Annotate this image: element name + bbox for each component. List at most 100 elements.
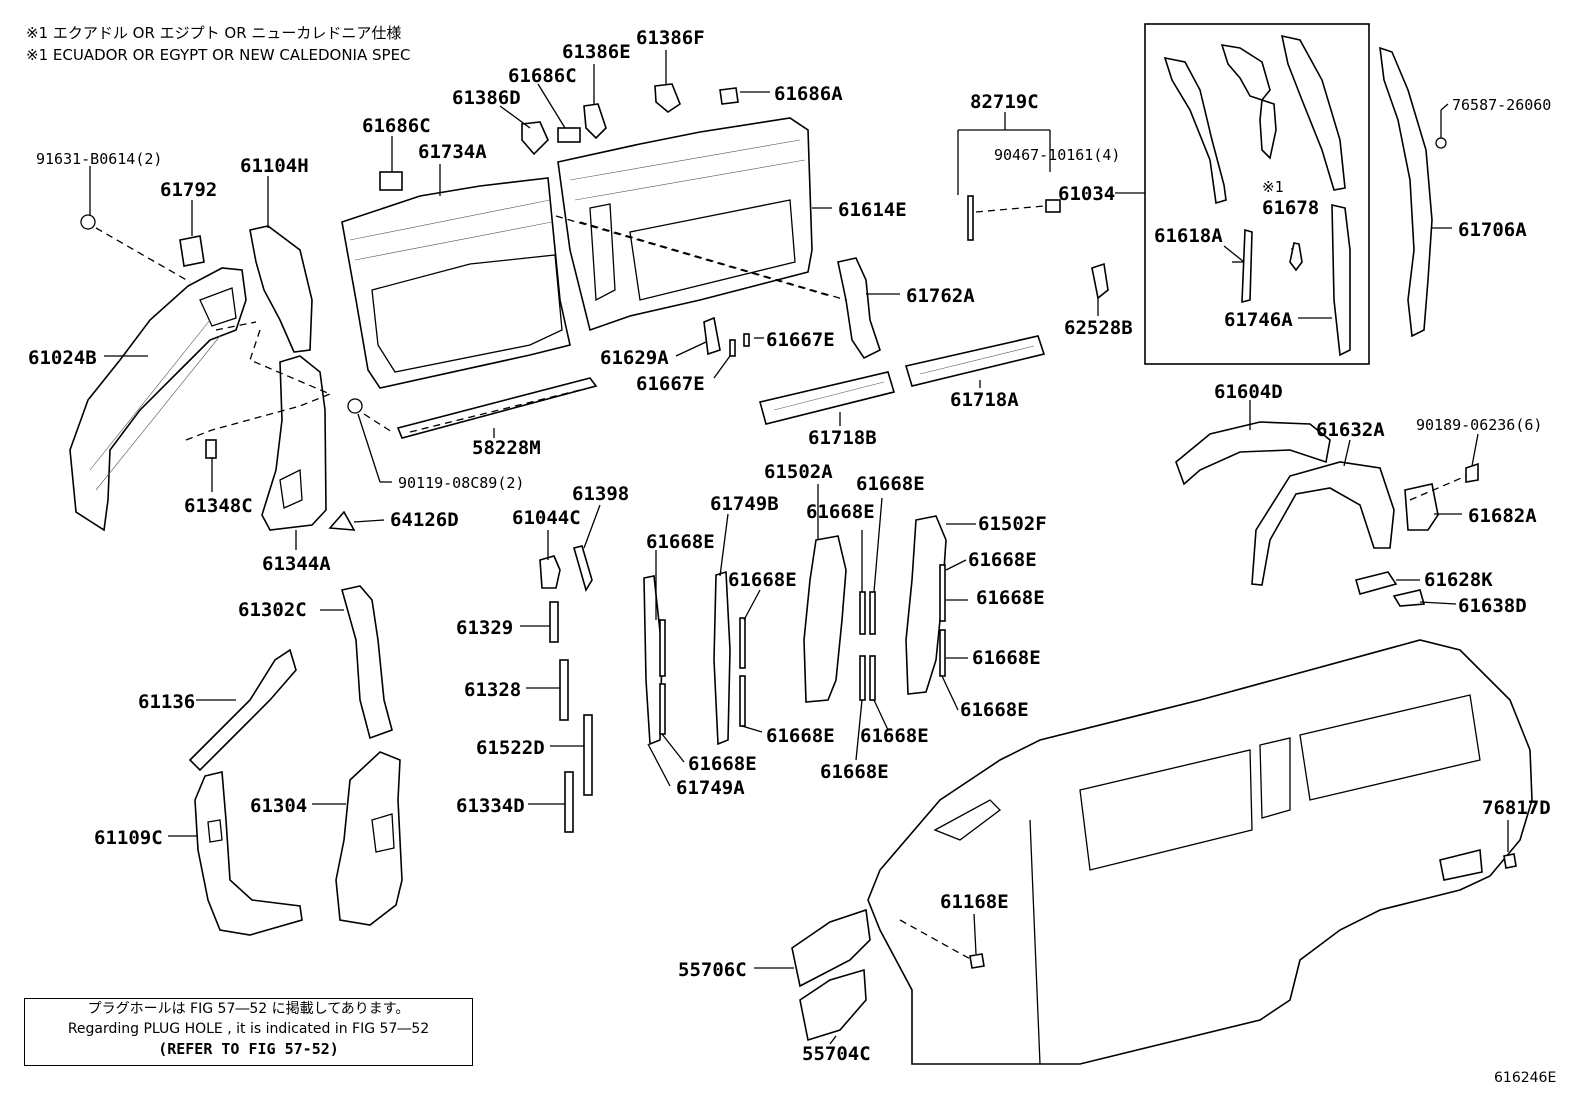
inset-pillar-left (1163, 56, 1227, 205)
inset-frame (1144, 23, 1370, 365)
label-90467: 90467-10161(4) (994, 146, 1120, 164)
plug-hole-reference-box: プラグホールは FIG 57―52 に掲載してあります。 Regarding P… (24, 998, 473, 1066)
part-61522D (583, 714, 593, 796)
part-61686C-left (379, 171, 403, 191)
part-61749B (713, 570, 731, 746)
label-61629A: 61629A (600, 347, 669, 369)
part-61632A (1251, 461, 1395, 586)
label-61632A: 61632A (1316, 419, 1385, 441)
label-61329: 61329 (456, 617, 513, 639)
van-window-3 (1299, 694, 1481, 801)
label-61024B: 61024B (28, 347, 97, 369)
strip-61668E-e (859, 591, 866, 635)
label-61638D: 61638D (1458, 595, 1527, 617)
part-61334D (564, 771, 574, 833)
label-61686C-left: 61686C (362, 115, 431, 137)
part-61718B (759, 371, 896, 425)
label-61668E-12: 61668E (820, 761, 889, 783)
part-61302C (341, 585, 393, 740)
label-61668E-8: 61668E (960, 699, 1029, 721)
part-61398 (573, 545, 593, 592)
label-61668E-9: 61668E (766, 725, 835, 747)
van-window-front (933, 799, 1001, 841)
label-61667E-a: 61667E (766, 329, 835, 351)
part-61044C (539, 555, 561, 589)
part-61618A (1241, 228, 1253, 304)
van-window-2 (1259, 737, 1291, 819)
part-61678 (1289, 242, 1303, 272)
window-opening-left (371, 254, 563, 373)
figure-id: 616246E (1494, 1070, 1556, 1086)
ref-line-refer: (REFER TO FIG 57-52) (158, 1040, 339, 1058)
spec-notes: ※1 エクアドル OR エジプト OR ニューカレドニア仕様 ※1 ECUADO… (26, 22, 411, 66)
label-61628K: 61628K (1424, 569, 1493, 591)
label-61136: 61136 (138, 691, 195, 713)
label-61746A: 61746A (1224, 309, 1293, 331)
part-61706A (1379, 46, 1433, 338)
strip-61668E-b (659, 683, 666, 735)
label-61668E-6: 61668E (976, 587, 1045, 609)
label-61344A: 61344A (262, 553, 331, 575)
label-61334D: 61334D (456, 795, 525, 817)
part-61762A (837, 257, 881, 360)
part-61682A (1404, 483, 1439, 531)
label-55704C: 55704C (802, 1043, 871, 1065)
part-61502F (905, 515, 947, 695)
label-61718B: 61718B (808, 427, 877, 449)
strip-61668E-h (869, 655, 876, 701)
label-61522D: 61522D (476, 737, 545, 759)
part-61136 (188, 648, 297, 772)
part-61329 (549, 601, 559, 643)
label-61328: 61328 (464, 679, 521, 701)
label-61678: 61678 (1262, 197, 1319, 219)
label-61302C: 61302C (238, 599, 307, 621)
label-61614E: 61614E (838, 199, 907, 221)
inset-marker: ※1 (1262, 178, 1284, 196)
label-61686C-mid: 61686C (508, 65, 577, 87)
part-61104H (249, 225, 313, 353)
ref-line-en: Regarding PLUG HOLE , it is indicated in… (67, 1021, 430, 1037)
clip-90189 (1465, 462, 1479, 483)
label-61749B: 61749B (710, 493, 779, 515)
label-76817D: 76817D (1482, 797, 1551, 819)
label-61668E-4: 61668E (968, 549, 1037, 571)
label-90189: 90189-06236(6) (1416, 416, 1542, 434)
label-61044C: 61044C (512, 507, 581, 529)
inset-bracket-small (1259, 98, 1277, 160)
part-61686A (719, 87, 739, 105)
bolt-90119 (347, 398, 363, 414)
label-61386E: 61386E (562, 41, 631, 63)
part-61502A (803, 535, 847, 703)
part-61746A (1331, 203, 1351, 357)
label-61502F: 61502F (978, 513, 1047, 535)
part-61604D (1175, 421, 1331, 486)
strip-61668E-d (739, 675, 746, 727)
van-fuel-door (1439, 848, 1483, 881)
label-61348C: 61348C (184, 495, 253, 517)
strip-61668E-i (939, 564, 946, 622)
label-62528B: 62528B (1064, 317, 1133, 339)
strip-61668E-j (939, 629, 946, 677)
strip-61668E-g (859, 655, 866, 701)
window-opening-right (629, 199, 796, 301)
label-61618A: 61618A (1154, 225, 1223, 247)
label-61749A: 61749A (676, 777, 745, 799)
label-61386F: 61386F (636, 27, 705, 49)
part-55704C (799, 968, 867, 1042)
label-61668E-3: 61668E (646, 531, 715, 553)
label-61386D: 61386D (452, 87, 521, 109)
label-61034: 61034 (1058, 183, 1115, 205)
label-61668E-10: 61668E (860, 725, 929, 747)
part-61667E-a (729, 339, 736, 357)
part-61386F (654, 83, 681, 113)
clip-90467 (1045, 199, 1061, 213)
label-61734A: 61734A (418, 141, 487, 163)
spec-note-en: ※1 ECUADOR OR EGYPT OR NEW CALEDONIA SPE… (26, 46, 411, 64)
part-61792 (179, 235, 205, 267)
van-window-1 (1079, 749, 1253, 871)
pillar-hole-1 (199, 287, 237, 327)
label-61668E-11: 61668E (688, 753, 757, 775)
pillar-hole-2 (279, 468, 303, 509)
